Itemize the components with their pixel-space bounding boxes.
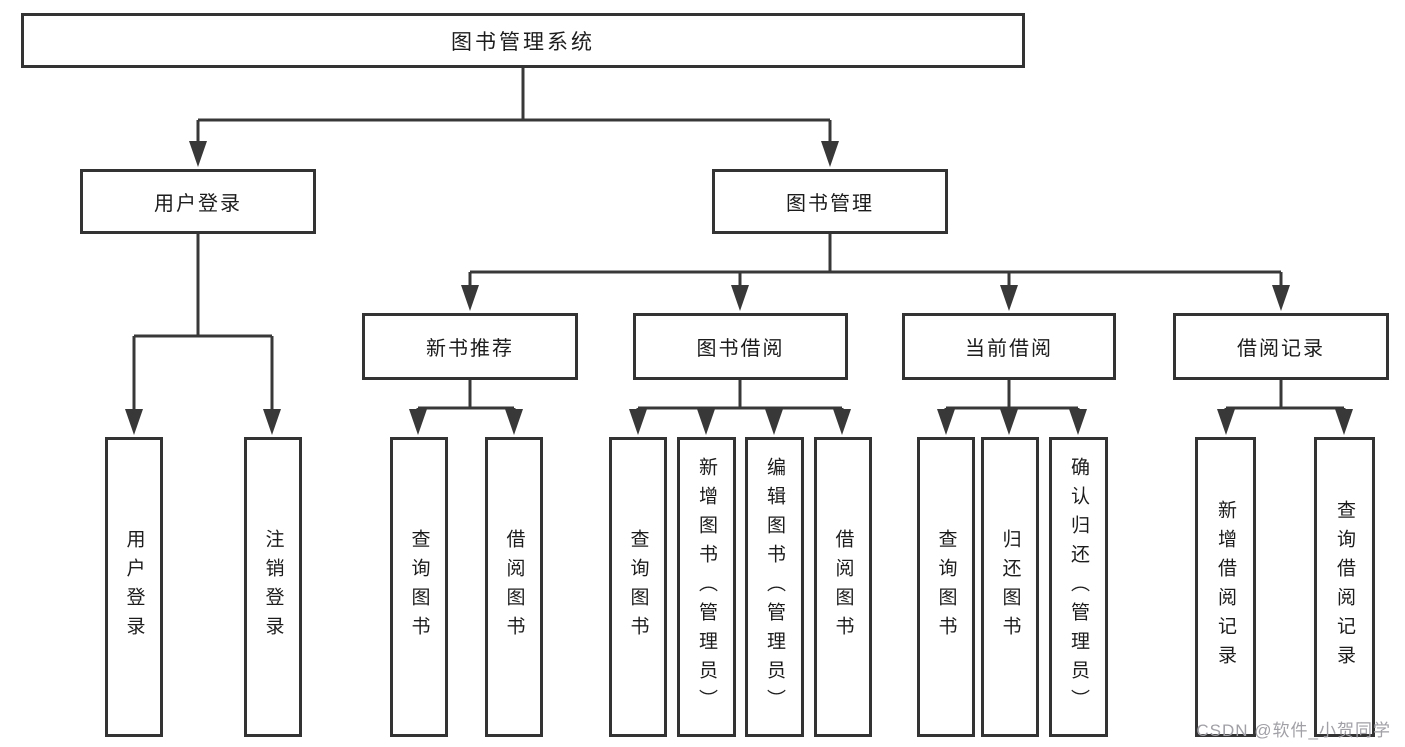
leaf-confirm-return-admin: 确认归还（管理员） — [1049, 437, 1108, 737]
node-current-borrowing: 当前借阅 — [902, 313, 1116, 380]
leaf-edit-books-admin: 编辑图书（管理员） — [745, 437, 804, 737]
leaf-logout: 注销登录 — [244, 437, 302, 737]
watermark-csdn: CSDN @软件_小贺同学 — [1196, 721, 1391, 740]
node-label: 图书管理 — [786, 193, 874, 215]
leaf-query-books-recommend: 查询图书 — [390, 437, 448, 737]
node-label: 用户登录 — [154, 193, 242, 215]
node-book-management: 图书管理 — [712, 169, 948, 234]
leaf-query-books-borrowing: 查询图书 — [609, 437, 667, 737]
leaf-query-borrow-record: 查询借阅记录 — [1314, 437, 1375, 737]
node-label: 查询借阅记录 — [1334, 500, 1355, 674]
leaf-add-books-admin: 新增图书（管理员） — [677, 437, 736, 737]
node-label: 图书管理系统 — [451, 30, 595, 54]
node-label: 借阅图书 — [503, 529, 525, 645]
arrowhead-icons — [125, 141, 1353, 435]
node-label: 借阅记录 — [1237, 338, 1325, 360]
node-label: 确认归还（管理员） — [1068, 456, 1089, 718]
node-book-borrowing: 图书借阅 — [633, 313, 848, 380]
node-label: 查询图书 — [627, 529, 649, 645]
node-label: 查询图书 — [935, 529, 957, 645]
node-label: 用户登录 — [123, 529, 145, 645]
leaf-query-books-current: 查询图书 — [917, 437, 975, 737]
node-label: 新增图书（管理员） — [696, 456, 717, 718]
node-label: 新增借阅记录 — [1215, 500, 1236, 674]
leaf-borrow-books-recommend: 借阅图书 — [485, 437, 543, 737]
node-label: 当前借阅 — [965, 338, 1053, 360]
node-label: 查询图书 — [408, 529, 430, 645]
node-borrow-records: 借阅记录 — [1173, 313, 1389, 380]
node-label: 借阅图书 — [832, 529, 854, 645]
node-label: 图书借阅 — [696, 338, 785, 360]
node-label: 注销登录 — [262, 529, 284, 645]
node-label: 编辑图书（管理员） — [764, 456, 785, 718]
leaf-user-login: 用户登录 — [105, 437, 163, 737]
node-new-book-recommend: 新书推荐 — [362, 313, 578, 380]
leaf-return-books: 归还图书 — [981, 437, 1039, 737]
node-user-login-group: 用户登录 — [80, 169, 316, 234]
leaf-add-borrow-record: 新增借阅记录 — [1195, 437, 1256, 737]
node-root-system: 图书管理系统 — [21, 13, 1025, 68]
leaf-borrow-books: 借阅图书 — [814, 437, 872, 737]
node-label: 归还图书 — [999, 529, 1021, 645]
node-label: 新书推荐 — [426, 338, 514, 360]
